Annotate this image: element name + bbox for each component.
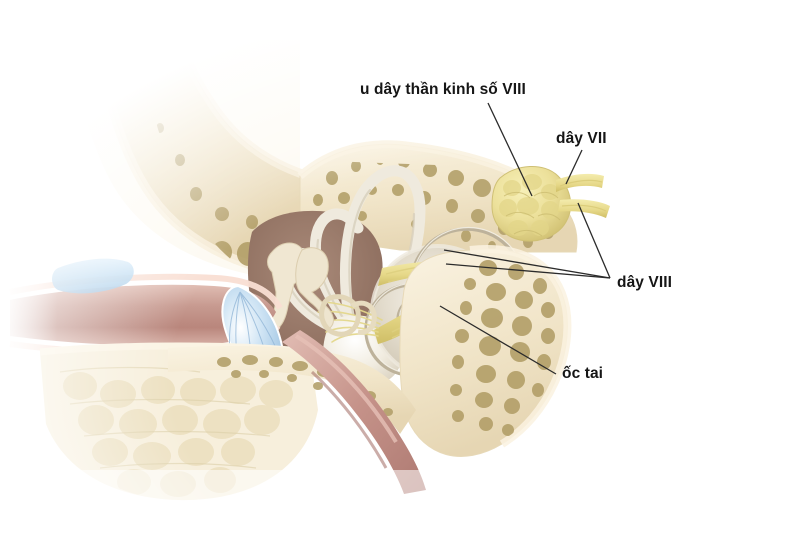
label-facial-nerve: dây VII <box>556 130 607 147</box>
leader-line-cochlea <box>439 305 557 375</box>
leader-line-viii-branch <box>577 202 611 279</box>
leader-line-viii-bundle-upper <box>443 249 611 279</box>
leader-line-facial-nerve <box>565 149 583 185</box>
leader-line-viii-bundle-lower <box>445 263 611 279</box>
leader-line-tumor <box>487 102 533 197</box>
label-cochlea: ốc tai <box>562 365 604 382</box>
label-acoustic-neuroma: u dây thần kinh số VIII <box>360 81 526 98</box>
leader-lines <box>439 102 611 375</box>
label-vestibulocochlear-nerve: dây VIII <box>617 274 673 291</box>
